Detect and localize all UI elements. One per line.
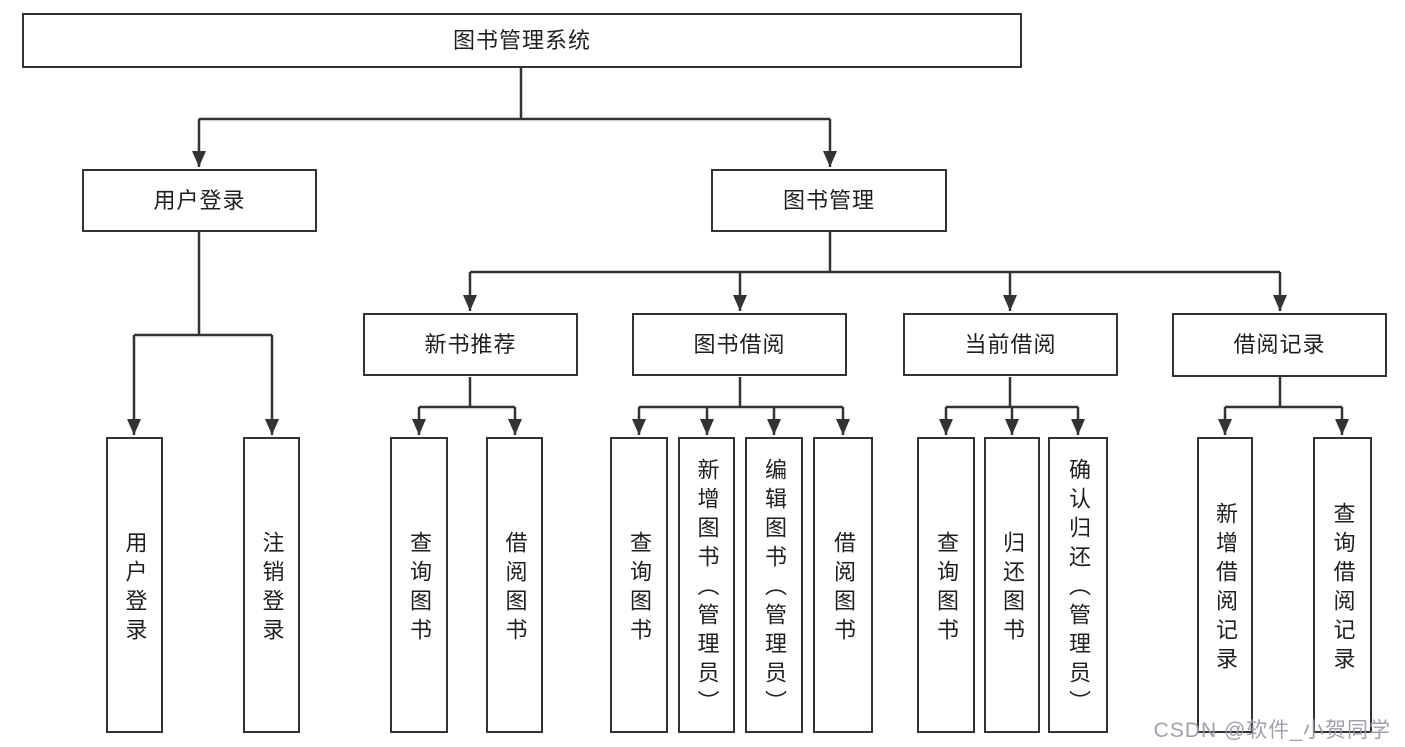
leaf-query-borrow-record: 查询借阅记录 [1313, 437, 1372, 733]
node-new-book-recommend: 新书推荐 [363, 313, 578, 376]
leaf-query-books: 查询图书 [917, 437, 975, 733]
csdn-watermark: CSDN @软件_小贺同学 [1153, 719, 1391, 742]
leaf-return-books: 归还图书 [984, 437, 1040, 733]
leaf-borrow-books: 借阅图书 [486, 437, 543, 733]
node-book-borrowing: 图书借阅 [632, 313, 847, 376]
leaf-add-books-admin: 新增图书（管理员） [678, 437, 735, 733]
leaf-edit-books-admin: 编辑图书（管理员） [745, 437, 803, 733]
node-book-management: 图书管理 [711, 169, 947, 232]
leaf-user-login: 用户登录 [106, 437, 163, 733]
node-user-login: 用户登录 [82, 169, 317, 232]
node-current-borrowing: 当前借阅 [903, 313, 1118, 376]
leaf-query-books: 查询图书 [610, 437, 668, 733]
leaf-logout: 注销登录 [243, 437, 300, 733]
leaf-add-borrow-record: 新增借阅记录 [1197, 437, 1253, 733]
leaf-query-books: 查询图书 [390, 437, 448, 733]
leaf-borrow-books: 借阅图书 [813, 437, 873, 733]
node-library-system: 图书管理系统 [22, 13, 1022, 68]
node-borrowing-records: 借阅记录 [1172, 313, 1387, 377]
leaf-confirm-return-admin: 确认归还（管理员） [1048, 437, 1108, 733]
